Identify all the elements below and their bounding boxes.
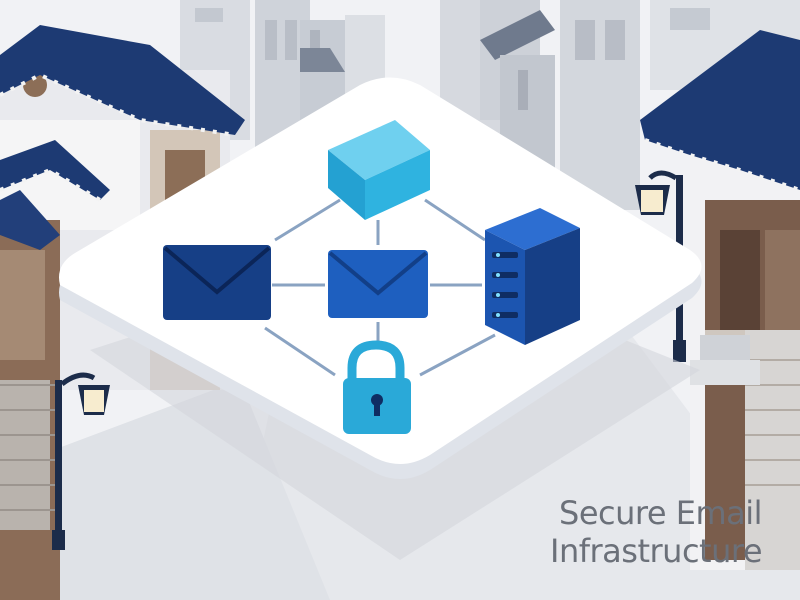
network-connectors [264, 198, 496, 377]
caption-line-2: Infrastructure [550, 532, 762, 570]
server-icon [485, 208, 580, 345]
street-lamp-icon [52, 372, 110, 550]
cube-icon [328, 120, 430, 220]
hanok-right [640, 30, 800, 570]
caption-line-1: Secure Email [559, 494, 762, 532]
envelope-icon [328, 250, 428, 318]
padlock-icon [343, 340, 411, 434]
envelope-icon [163, 245, 271, 320]
caption: Secure Email Infrastructure [550, 494, 762, 570]
